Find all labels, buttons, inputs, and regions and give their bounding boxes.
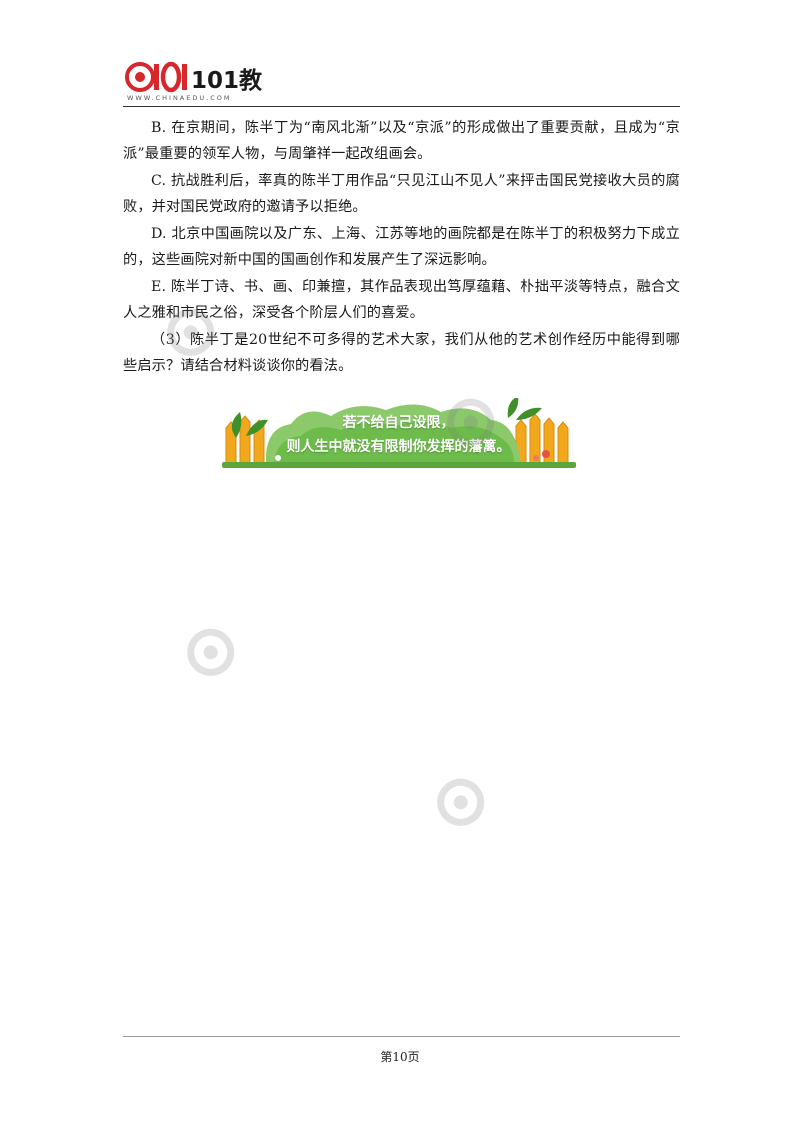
header-divider — [123, 106, 680, 107]
banner-line-1: 若不给自己设限， — [342, 415, 455, 431]
logo-subtext: WWW.CHINAEDU.COM — [127, 94, 231, 102]
logo-text: 101教育 — [191, 67, 263, 94]
watermark-logo-icon — [447, 398, 495, 446]
option-b: B. 在京期间，陈半丁为“南风北渐”以及“京派”的形成做出了重要贡献，且成为“京… — [123, 120, 680, 162]
watermark-logo-icon — [437, 778, 485, 826]
watermark — [430, 283, 692, 503]
watermark-logo-icon — [187, 628, 235, 676]
watermark-logo-icon — [167, 308, 215, 356]
banner-illustration — [222, 396, 576, 468]
question-3: （3）陈半丁是20世纪不可多得的艺术大家，我们从他的艺术创作经历中能得到哪些启示… — [123, 332, 680, 374]
motivational-banner: 若不给自己设限， 则人生中就没有限制你发挥的藩篱。 — [216, 396, 581, 472]
watermark — [150, 193, 412, 413]
logo: 101教育 WWW.CHINAEDU.COM — [125, 61, 263, 102]
banner-line-2: 则人生中就没有限制你发挥的藩篱。 — [286, 439, 511, 455]
page-header: 101教育 WWW.CHINAEDU.COM — [123, 58, 680, 108]
option-c: C. 抗战胜利后，率真的陈半丁用作品“只见江山不见人”来抨击国民党接收大员的腐败… — [123, 173, 680, 215]
footer-divider — [123, 1036, 680, 1037]
page-number: 第10页 — [380, 1050, 420, 1064]
question-content: B. 在京期间，陈半丁为“南风北渐”以及“京派”的形成做出了重要贡献，且成为“京… — [123, 116, 680, 381]
watermark — [170, 513, 432, 733]
option-e: E. 陈半丁诗、书、画、印兼擅，其作品表现出笃厚蕴藉、朴拙平淡等特点，融合文人之… — [123, 279, 680, 321]
option-d: D. 北京中国画院以及广东、上海、江苏等地的画院都是在陈半丁的积极努力下成立的，… — [123, 226, 680, 268]
watermark — [420, 663, 682, 883]
